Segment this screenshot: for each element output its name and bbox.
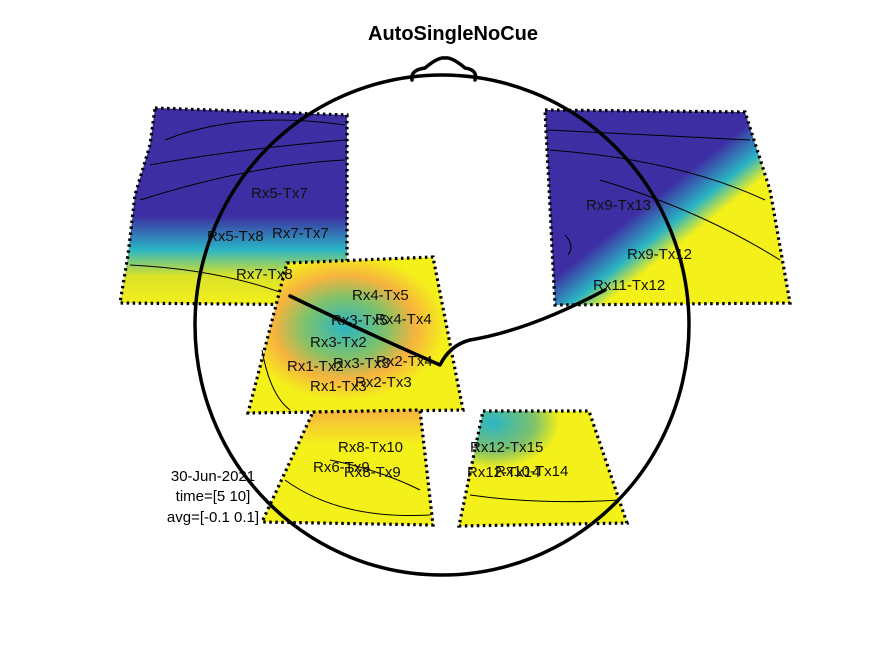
channel-label: Rx12-Tx14: [467, 464, 540, 481]
patch-right-frontal: [543, 108, 792, 307]
channel-label: Rx8-Tx9: [344, 464, 401, 481]
channel-label: Rx2-Tx4: [376, 353, 433, 370]
chart-title: AutoSingleNoCue: [368, 23, 538, 45]
channel-label: Rx12-Tx15: [470, 439, 543, 456]
channel-labels: Rx5-Tx7 Rx5-Tx8 Rx7-Tx7 Rx7-Tx8 Rx9-Tx13…: [207, 185, 692, 481]
channel-label: Rx7-Tx8: [236, 266, 293, 283]
channel-label: Rx6-Tx9: [313, 459, 370, 476]
channel-label: Rx5-Tx7: [251, 185, 308, 202]
channel-label: Rx3-Tx2: [310, 334, 367, 351]
channel-label: Rx4-Tx4: [375, 311, 432, 328]
channel-label: Rx9-Tx12: [627, 246, 692, 263]
patch-central: [245, 255, 465, 415]
channel-label: Rx8-Tx10: [338, 439, 403, 456]
channel-label: Rx7-Tx7: [272, 225, 329, 242]
patch-left-posterior: [259, 408, 435, 527]
channel-label: Rx3-Tx5: [331, 312, 388, 329]
channel-label: Rx2-Tx3: [355, 374, 412, 391]
channel-label: Rx1-Tx3: [310, 378, 367, 395]
channel-label: Rx9-Tx13: [586, 197, 651, 214]
time-window-text: time=[5 10]: [176, 488, 251, 505]
head-outline: [193, 56, 691, 577]
channel-label: Rx1-Tx2: [287, 358, 344, 375]
channel-label: Rx11-Tx12: [593, 277, 665, 294]
date-text: 30-Jun-2021: [171, 468, 255, 485]
channel-label: Rx4-Tx5: [352, 287, 409, 304]
channel-label: Rx10-Tx14: [495, 463, 568, 480]
info-block: 30-Jun-2021 time=[5 10] avg=[-0.1 0.1]: [167, 468, 259, 526]
channel-label: Rx5-Tx8: [207, 228, 264, 245]
channel-label: Rx3-Tx3: [333, 355, 390, 372]
patch-right-posterior: [457, 409, 630, 528]
average-window-text: avg=[-0.1 0.1]: [167, 509, 259, 526]
